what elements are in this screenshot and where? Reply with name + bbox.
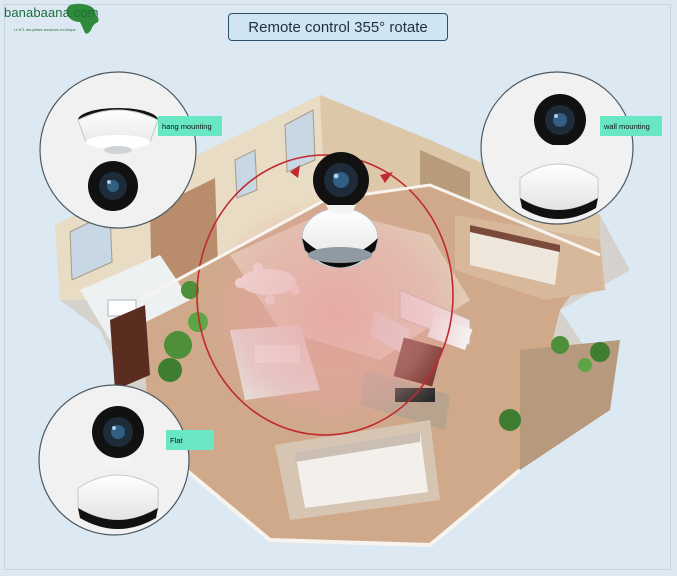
flat-mount-preview xyxy=(38,384,190,536)
hang-mount-preview xyxy=(39,71,197,229)
wall-mounting-text: wall mounting xyxy=(604,121,650,131)
rotation-arrow-icon xyxy=(196,154,454,436)
logo-tagline: Le N°1 des petites annonces en Afrique xyxy=(14,28,76,32)
wall-mounting-label: wall mounting xyxy=(600,116,662,136)
flat-label: Flat xyxy=(166,430,214,450)
logo-text: banabaana.com xyxy=(4,5,99,20)
flat-text: Flat xyxy=(170,435,183,445)
hang-mounting-text: hang mounting xyxy=(162,121,212,131)
wall-mount-preview xyxy=(480,71,634,225)
hang-mounting-label: hang mounting xyxy=(158,116,222,136)
banabaana-logo: banabaana.com Le N°1 des petites annonce… xyxy=(4,2,104,42)
headline-text: Remote control 355° rotate xyxy=(248,18,428,36)
africa-map-icon xyxy=(66,3,99,34)
headline-banner: Remote control 355° rotate xyxy=(228,13,448,41)
central-camera xyxy=(301,152,379,269)
